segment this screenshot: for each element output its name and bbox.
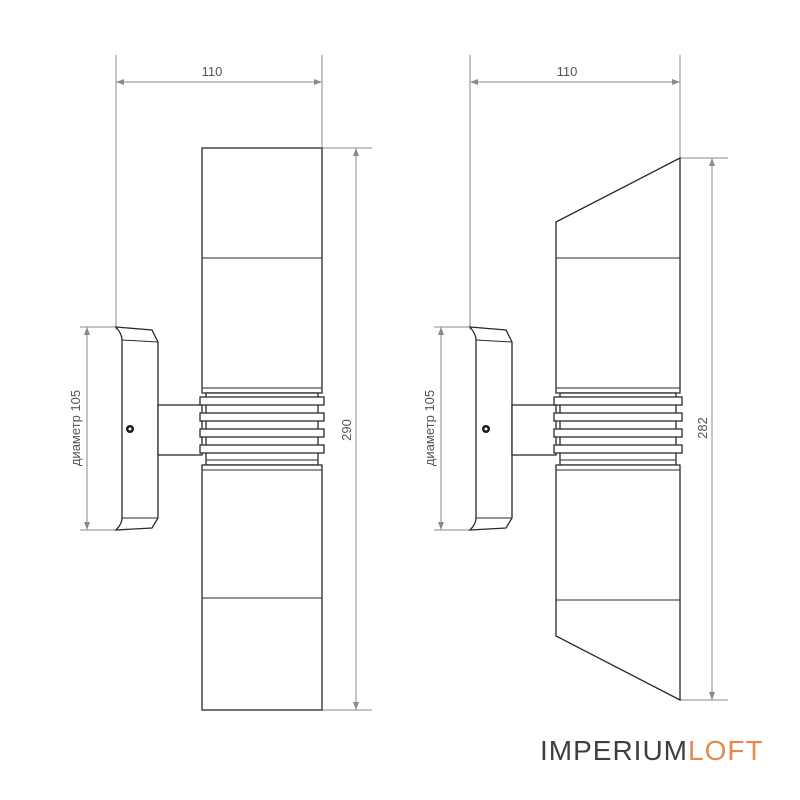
left-upper-cylinder xyxy=(201,147,323,394)
left-diameter-label: диаметр 105 xyxy=(68,390,83,466)
brand-logo: IMPERIUMLOFT xyxy=(540,731,780,771)
right-wall-plate xyxy=(468,326,513,531)
left-connector-arm xyxy=(157,404,203,456)
brand-logo-part-b: LOFT xyxy=(688,735,764,766)
right-view: 110 282 диаметр 105 xyxy=(422,55,728,702)
right-connector-arm xyxy=(511,404,557,456)
brand-logo-part-a: IMPERIUM xyxy=(540,735,688,766)
left-width-dimension: 110 xyxy=(115,55,323,330)
left-view: 110 290 диаметр 105 xyxy=(68,55,372,711)
left-width-label: 110 xyxy=(202,64,223,79)
left-lower-cylinder xyxy=(201,464,323,711)
right-diameter-label: диаметр 105 xyxy=(422,390,437,466)
left-ribbed-section xyxy=(199,392,325,466)
right-diameter-dimension: диаметр 105 xyxy=(422,326,472,531)
left-height-label: 290 xyxy=(339,419,354,441)
right-width-dimension: 110 xyxy=(469,55,681,330)
left-wall-plate xyxy=(114,326,159,531)
right-upper-cylinder xyxy=(555,156,681,394)
right-height-label: 282 xyxy=(695,417,710,439)
right-ribbed-section xyxy=(553,392,683,466)
right-width-label: 110 xyxy=(557,64,578,79)
left-height-dimension: 290 xyxy=(322,147,372,711)
right-height-dimension: 282 xyxy=(680,157,728,701)
left-diameter-dimension: диаметр 105 xyxy=(68,326,118,531)
right-lower-cylinder xyxy=(555,464,681,702)
